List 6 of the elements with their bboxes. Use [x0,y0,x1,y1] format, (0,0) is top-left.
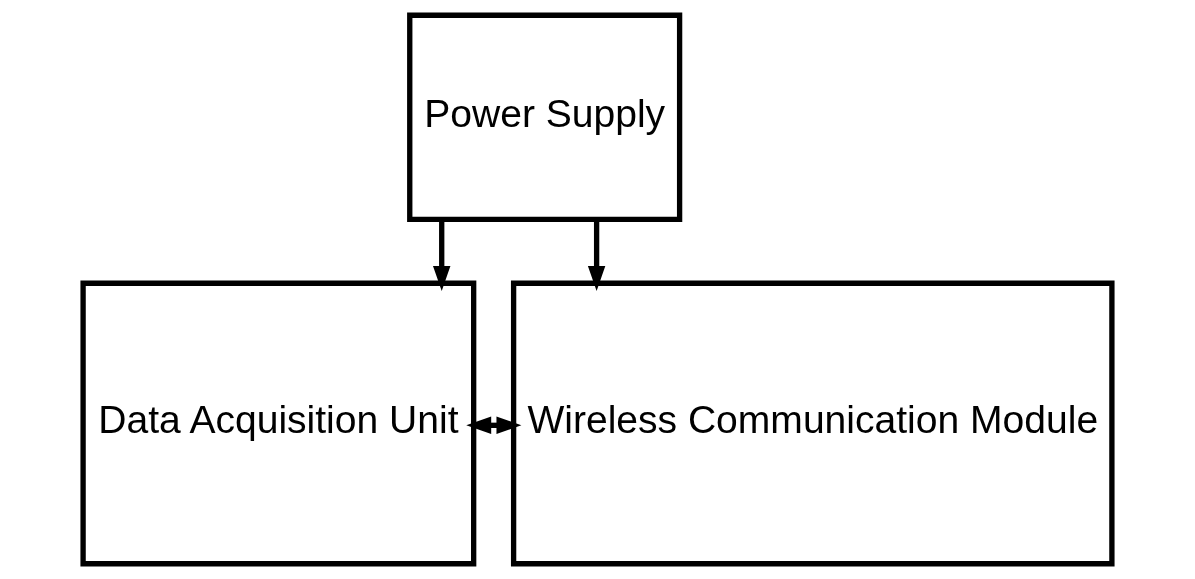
node-box: Power Supply [407,12,683,223]
node-box: Wireless Communication Module [510,280,1115,567]
arrow [433,220,451,291]
node-box: Data Acquisition Unit [80,280,477,567]
arrow [466,416,522,435]
arrow [587,220,606,291]
